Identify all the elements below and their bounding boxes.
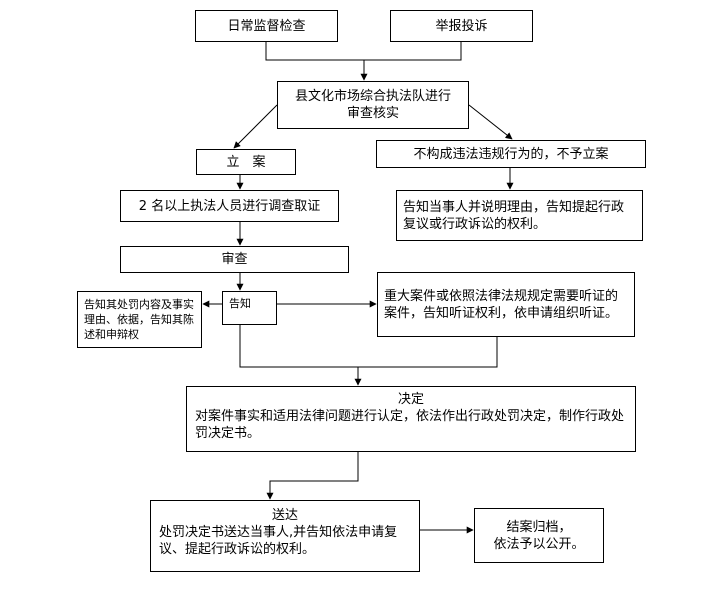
filing-label: 立 案 bbox=[226, 154, 266, 170]
delivery-box: 送达 处罚决定书送达当事人,并告知依法申请复议、提起行政诉讼的权利。 bbox=[150, 500, 420, 572]
notify-box: 告知 bbox=[222, 291, 277, 325]
hearing-label: 重大案件或依照法律法规规定需要听证的案件，告知听证权利，依申请组织听证。 bbox=[384, 288, 619, 321]
archive-box: 结案归档， 依法予以公开。 bbox=[474, 508, 604, 563]
connector-to-no-filing bbox=[468, 104, 513, 140]
hearing-box: 重大案件或依照法律法规规定需要听证的案件，告知听证权利，依申请组织听证。 bbox=[377, 272, 635, 337]
archive-label: 结案归档， 依法予以公开。 bbox=[493, 519, 585, 552]
investigate-box: 2 名以上执法人员进行调查取证 bbox=[120, 190, 339, 222]
notify-content-box: 告知其处罚内容及事实理由、依据，告知其陈述和申辩权 bbox=[77, 291, 202, 348]
connector-daily bbox=[265, 42, 364, 61]
inform-no-file-label: 告知当事人并说明理由，告知提起行政复议或行政诉讼的权利。 bbox=[403, 199, 625, 232]
investigate-label: 2 名以上执法人员进行调查取证 bbox=[138, 198, 321, 214]
decision-body: 对案件事实和适用法律问题进行认定，依法作出行政处罚决定，制作行政处罚决定书。 bbox=[195, 409, 625, 441]
no-filing-box: 不构成违法违规行为的，不予立案 bbox=[376, 140, 646, 168]
no-filing-label: 不构成违法违规行为的，不予立案 bbox=[413, 146, 609, 162]
daily-inspection-label: 日常监督检查 bbox=[227, 18, 306, 34]
review-label: 审查 bbox=[221, 252, 248, 267]
connector-hearing-down bbox=[358, 337, 498, 368]
inform-no-file-box: 告知当事人并说明理由，告知提起行政复议或行政诉讼的权利。 bbox=[396, 190, 643, 241]
report-complaint-label: 举报投诉 bbox=[435, 18, 488, 34]
review-check-label: 县文化市场综合执法队进行 审查核实 bbox=[294, 89, 451, 121]
connector-to-filing bbox=[233, 104, 278, 149]
delivery-title: 送达 bbox=[271, 508, 298, 523]
notify-content-label: 告知其处罚内容及事实理由、依据，告知其陈述和申辩权 bbox=[84, 298, 194, 341]
connector-decision-delivery bbox=[266, 452, 359, 500]
decision-title: 决定 bbox=[397, 392, 424, 407]
delivery-body: 处罚决定书送达当事人,并告知依法申请复议、提起行政诉讼的权利。 bbox=[159, 525, 398, 557]
report-complaint-box: 举报投诉 bbox=[390, 10, 533, 42]
connector-notify-down bbox=[239, 325, 358, 368]
decision-box: 决定 对案件事实和适用法律问题进行认定，依法作出行政处罚决定，制作行政处罚决定书… bbox=[186, 386, 636, 452]
filing-box: 立 案 bbox=[196, 149, 296, 175]
review-box: 审查 bbox=[120, 246, 349, 273]
daily-inspection-box: 日常监督检查 bbox=[195, 10, 338, 42]
review-check-box: 县文化市场综合执法队进行 审查核实 bbox=[277, 81, 469, 129]
notify-label: 告知 bbox=[229, 297, 251, 310]
connector-report bbox=[364, 42, 462, 61]
